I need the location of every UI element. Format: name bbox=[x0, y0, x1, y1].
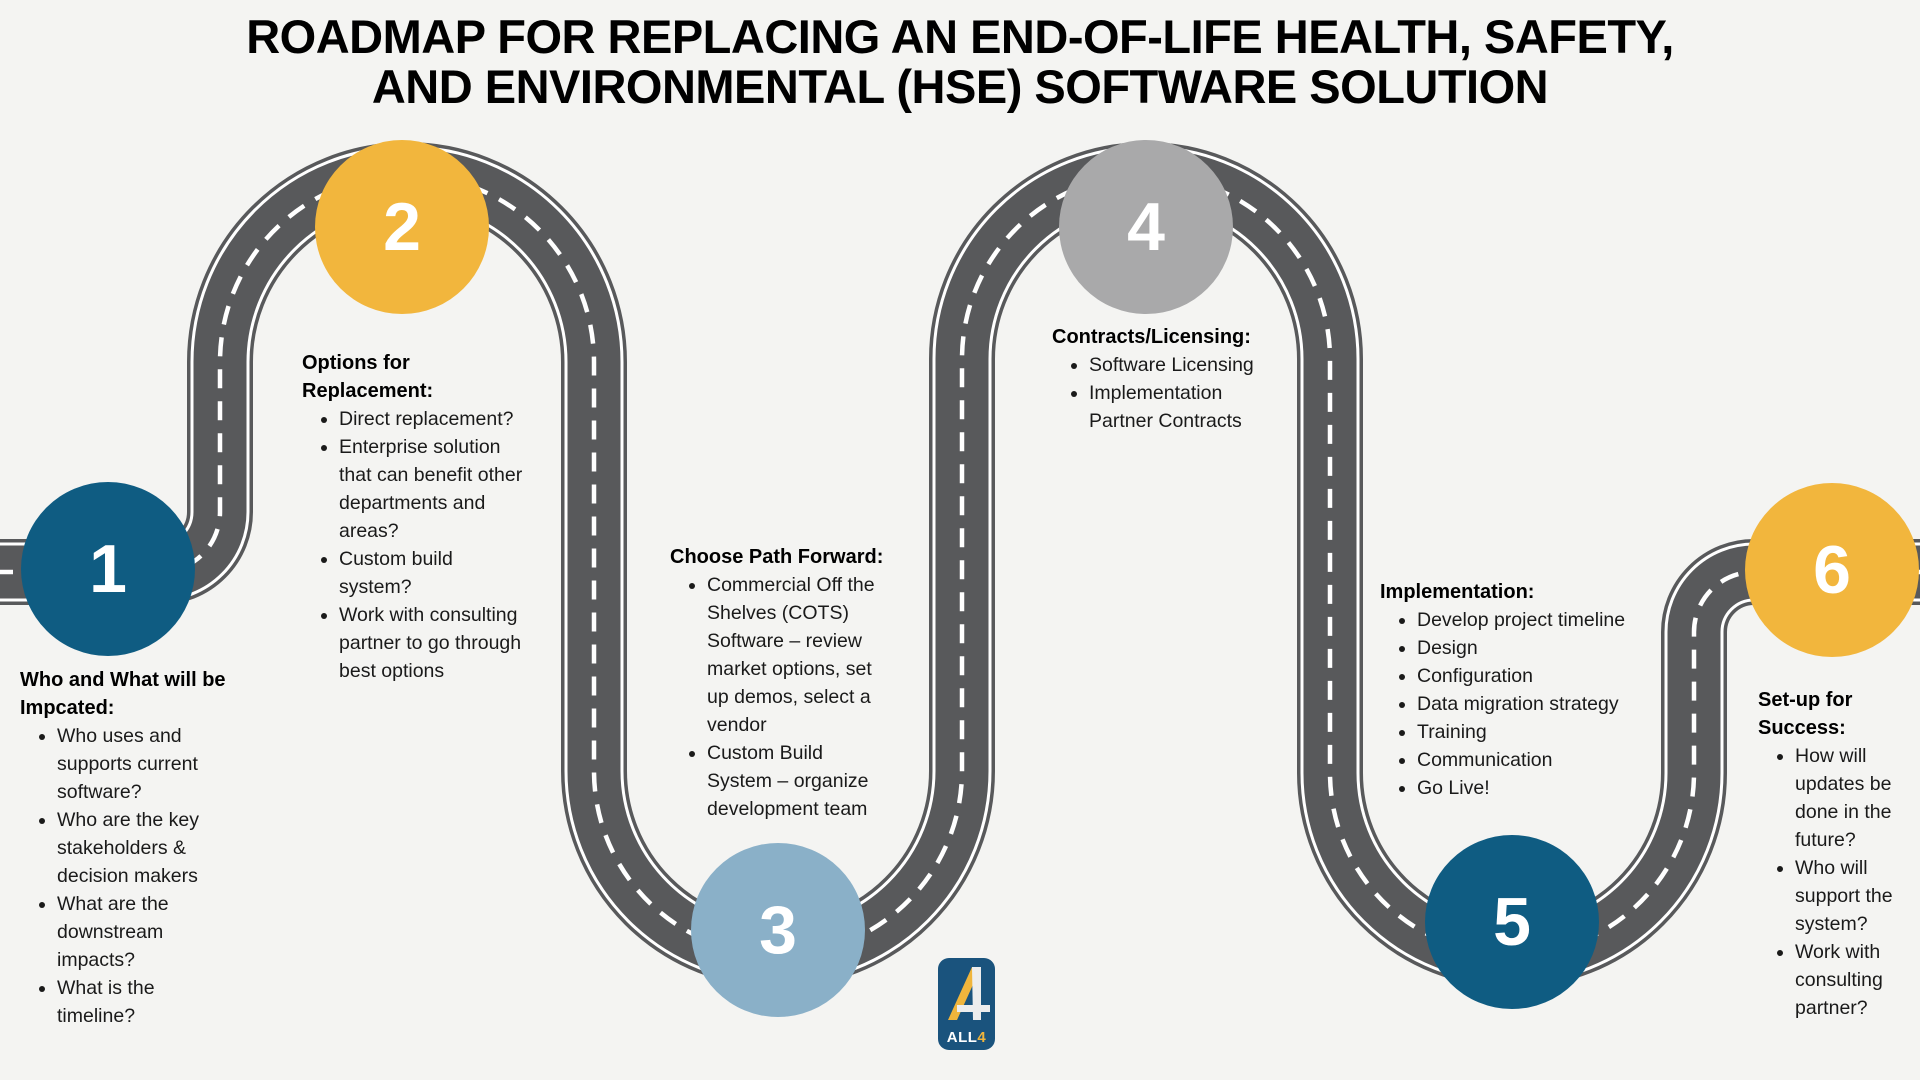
step-2-number: 2 bbox=[383, 189, 421, 265]
step-4-circle: 4 bbox=[1059, 140, 1233, 314]
step-5-number: 5 bbox=[1493, 884, 1531, 960]
step-4-heading: Contracts/Licensing: bbox=[1052, 326, 1251, 348]
bullet-item: Implementation Partner Contracts bbox=[1089, 379, 1267, 435]
bullet-item: Software Licensing bbox=[1089, 351, 1267, 379]
step-3-details: Choose Path Forward: Commercial Off the … bbox=[670, 543, 890, 823]
all4-logo-text: ALL4 bbox=[947, 1029, 987, 1046]
step-6-details: Set-up for Success: How will updates be … bbox=[1758, 686, 1900, 1022]
bullet-item: Go Live! bbox=[1417, 774, 1650, 802]
bullet-item: Who will support the system? bbox=[1795, 854, 1900, 938]
bullet-item: What are the downstream impacts? bbox=[57, 890, 232, 974]
bullet-item: Training bbox=[1417, 718, 1650, 746]
bullet-item: Design bbox=[1417, 634, 1650, 662]
step-6-circle: 6 bbox=[1745, 483, 1919, 657]
page-title-text: ROADMAP FOR REPLACING AN END-OF-LIFE HEA… bbox=[246, 10, 1674, 114]
logo-text-all: ALL bbox=[947, 1029, 978, 1046]
bullet-item: Custom Build System – organize developme… bbox=[707, 739, 890, 823]
logo-4-glyph bbox=[948, 967, 990, 1020]
bullet-item: Who uses and supports current software? bbox=[57, 722, 232, 806]
bullet-item: Enterprise solution that can benefit oth… bbox=[339, 433, 524, 545]
step-1-number: 1 bbox=[89, 531, 127, 607]
step-6-bullets: How will updates be done in the future? … bbox=[1758, 742, 1900, 1022]
step-3-heading: Choose Path Forward: bbox=[670, 546, 884, 568]
step-1-circle: 1 bbox=[21, 482, 195, 656]
step-1-bullets: Who uses and supports current software? … bbox=[20, 722, 232, 1030]
step-5-circle: 5 bbox=[1425, 835, 1599, 1009]
bullet-item: Work with consulting partner to go throu… bbox=[339, 601, 524, 685]
step-4-number: 4 bbox=[1127, 189, 1165, 265]
bullet-item: Communication bbox=[1417, 746, 1650, 774]
bullet-item: Configuration bbox=[1417, 662, 1650, 690]
step-3-number: 3 bbox=[759, 892, 797, 968]
road-center-dashes bbox=[0, 172, 1920, 958]
step-2-bullets: Direct replacement? Enterprise solution … bbox=[302, 405, 524, 685]
bullet-item: Work with consulting partner? bbox=[1795, 938, 1900, 1022]
bullet-item: Commercial Off the Shelves (COTS) Softwa… bbox=[707, 571, 890, 739]
step-3-circle: 3 bbox=[691, 843, 865, 1017]
bullet-item: Direct replacement? bbox=[339, 405, 524, 433]
step-3-bullets: Commercial Off the Shelves (COTS) Softwa… bbox=[670, 571, 890, 823]
step-2-circle: 2 bbox=[315, 140, 489, 314]
all4-logo: ALL4 bbox=[938, 958, 995, 1050]
step-1-details: Who and What will be Impcated: Who uses … bbox=[20, 666, 232, 1030]
step-5-heading: Implementation: bbox=[1380, 581, 1535, 603]
bullet-item: Develop project timeline bbox=[1417, 606, 1650, 634]
bullet-item: How will updates be done in the future? bbox=[1795, 742, 1900, 854]
step-4-details: Contracts/Licensing: Software Licensing … bbox=[1052, 323, 1267, 435]
step-1-heading: Who and What will be Impcated: bbox=[20, 669, 226, 719]
step-6-number: 6 bbox=[1813, 532, 1851, 608]
step-5-details: Implementation: Develop project timeline… bbox=[1380, 578, 1650, 802]
bullet-item: What is the timeline? bbox=[57, 974, 232, 1030]
bullet-item: Custom build system? bbox=[339, 545, 524, 601]
step-4-bullets: Software Licensing Implementation Partne… bbox=[1052, 351, 1267, 435]
step-2-heading: Options for Replacement: bbox=[302, 352, 434, 402]
bullet-item: Data migration strategy bbox=[1417, 690, 1650, 718]
step-6-heading: Set-up for Success: bbox=[1758, 689, 1853, 739]
bullet-item: Who are the key stakeholders & decision … bbox=[57, 806, 232, 890]
step-2-details: Options for Replacement: Direct replacem… bbox=[302, 349, 524, 685]
step-5-bullets: Develop project timeline Design Configur… bbox=[1380, 606, 1650, 802]
logo-text-4: 4 bbox=[977, 1029, 986, 1046]
page-title: ROADMAP FOR REPLACING AN END-OF-LIFE HEA… bbox=[0, 10, 1920, 114]
